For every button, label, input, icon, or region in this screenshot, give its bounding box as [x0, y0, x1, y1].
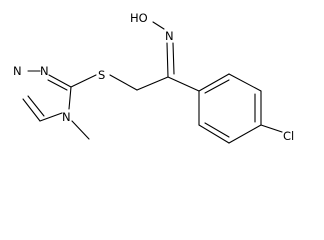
bond-c3-n4 [68, 86, 72, 110]
phenyl-bond-1-inner [204, 79, 230, 94]
bond-c-n-oxime-double [172, 42, 175, 75]
atom-label-oxime-n: N [165, 29, 174, 43]
atom-label-n-bottom: N [62, 110, 71, 124]
bond-c5-n1 [22, 98, 41, 122]
phenyl-bond-5-inner [204, 122, 230, 138]
atom-label-n-top-left: N [13, 64, 22, 78]
bond-c-phenyl [167, 76, 200, 92]
bond-n4-c5 [39, 112, 63, 122]
bond-n2-c3-double [47, 79, 68, 91]
bond-n-methyl [71, 120, 90, 140]
bond-ch2-c [136, 76, 169, 91]
atom-label-chlorine: Cl [283, 129, 294, 143]
structure-diagram: N N N S N HO Cl [13, 11, 294, 144]
phenyl-bond-4 [228, 124, 262, 144]
triazole-ring [22, 70, 72, 122]
atom-label-hydroxyl: HO [130, 11, 148, 25]
phenyl-bond-2 [228, 73, 262, 92]
bond-c3-s [70, 74, 97, 88]
phenyl-bond-5 [198, 124, 230, 144]
bond-n-o [152, 21, 165, 30]
bond-c-n-oxime [166, 42, 169, 78]
bond-c-cl [260, 124, 283, 133]
atom-label-n-top-right: N [40, 64, 49, 78]
bond-n2-c3 [48, 74, 72, 88]
bond-s-ch2 [109, 74, 138, 91]
phenyl-bond-1 [198, 73, 230, 92]
phenyl-ring [198, 73, 262, 144]
bond-c5-n1-double [27, 95, 45, 117]
atom-label-sulfur: S [98, 68, 105, 82]
